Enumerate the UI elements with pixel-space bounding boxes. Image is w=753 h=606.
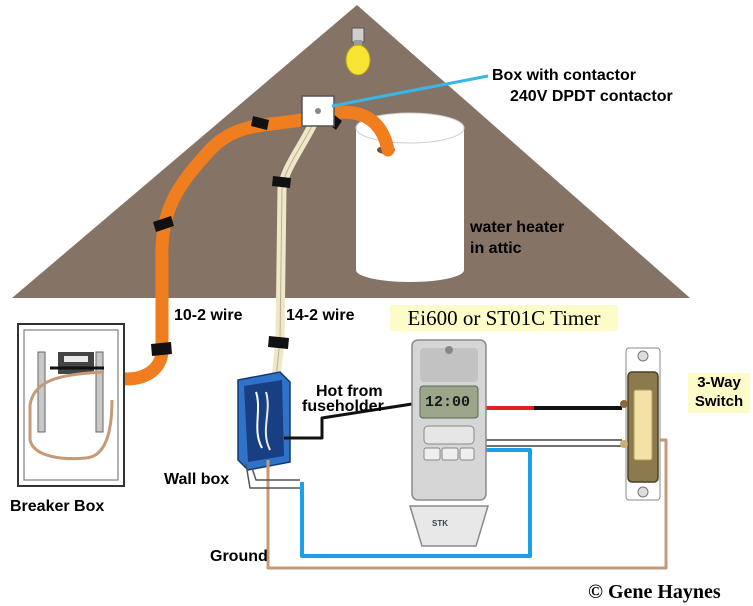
cable-10-2 xyxy=(111,105,395,386)
svg-text:STK: STK xyxy=(432,519,448,528)
contactor-box xyxy=(301,95,335,127)
copyright-notice: © Gene Haynes xyxy=(588,581,721,603)
label-three-way-line2: Switch xyxy=(694,393,744,410)
label-wall-box: Wall box xyxy=(164,471,230,488)
timer-lcd-time: 12:00 xyxy=(425,394,471,411)
label-hot-from-line2: fuseholder xyxy=(302,398,384,415)
label-water-heater-line1: water heater xyxy=(470,219,565,236)
label-timer-title: Ei600 or ST01C Timer xyxy=(390,305,618,331)
wall-box xyxy=(237,371,291,471)
contactor-pointer xyxy=(331,74,489,108)
label-box-with-contactor: Box with contactor xyxy=(492,67,637,84)
label-contactor-240v: 240V DPDT contactor xyxy=(510,88,673,105)
label-wire-14-2: 14-2 wire xyxy=(286,307,355,324)
timer-unit: STK xyxy=(408,339,490,547)
attic-roof xyxy=(12,5,690,298)
label-water-heater-line2: in attic xyxy=(470,240,522,257)
label-ground: Ground xyxy=(210,548,268,565)
three-way-switch xyxy=(620,347,661,501)
breaker-box xyxy=(17,323,125,487)
label-breaker-box: Breaker Box xyxy=(10,498,105,515)
label-wire-10-2: 10-2 wire xyxy=(174,307,243,324)
label-three-way-line1: 3-Way xyxy=(697,374,741,391)
label-three-way-switch: 3-Way Switch xyxy=(688,373,750,413)
label-hot-from-line1: Hot from xyxy=(316,383,383,400)
water-heater xyxy=(355,112,465,282)
attic-light-bulb xyxy=(345,27,371,76)
